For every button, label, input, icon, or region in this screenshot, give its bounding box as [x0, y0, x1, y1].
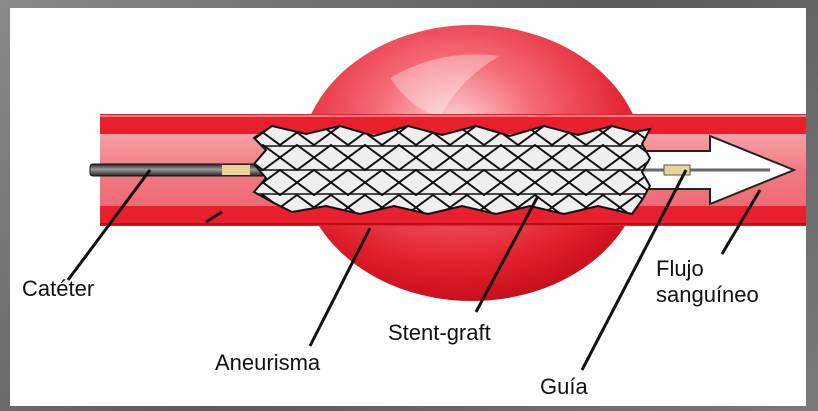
label-flujo-line1: Flujo [656, 256, 759, 282]
label-flujo-line2: sanguíneo [656, 282, 759, 308]
label-aneurisma: Aneurisma [215, 350, 320, 375]
stent-graft-diagram [10, 8, 806, 406]
label-stent-graft: Stent-graft [388, 320, 491, 345]
label-flujo-sanguineo: Flujo sanguíneo [656, 256, 759, 309]
diagram-canvas: Catéter Aneurisma Stent-graft Guía Flujo… [10, 8, 806, 406]
label-guia: Guía [540, 374, 588, 399]
label-cateter: Catéter [22, 276, 94, 301]
